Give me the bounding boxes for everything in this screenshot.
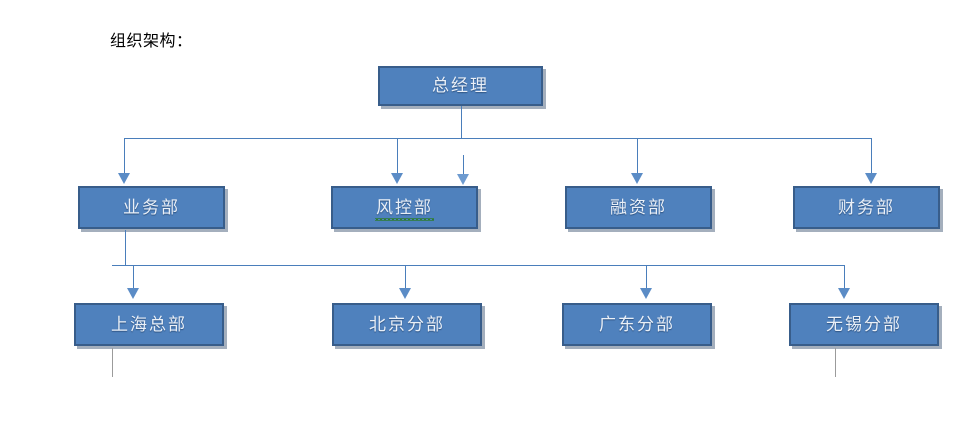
connector-stub-below-wuxi xyxy=(835,348,836,377)
connector-arrowhead-guangdong xyxy=(640,288,652,299)
org-node-shanghai-hq[interactable]: 上海总部 xyxy=(74,303,224,346)
org-node-label: 业务部 xyxy=(123,197,180,217)
connector-arrowhead-shanghai xyxy=(127,288,139,299)
connector-arrowhead-biz xyxy=(118,173,130,184)
connector-stub-below-shanghai xyxy=(112,348,113,377)
org-node-business-dept[interactable]: 业务部 xyxy=(78,186,225,229)
org-node-label: 融资部 xyxy=(610,197,667,217)
connector-drop-guangdong xyxy=(646,265,647,296)
connector-arrowhead-wuxi xyxy=(838,288,850,299)
connector-arrowhead-account xyxy=(865,173,877,184)
connector-bus-level2 xyxy=(112,265,845,266)
org-node-label: 无锡分部 xyxy=(826,314,902,334)
org-node-finance-dept[interactable]: 财务部 xyxy=(793,186,940,229)
connector-drop-beijing xyxy=(405,265,406,296)
org-node-wuxi-branch[interactable]: 无锡分部 xyxy=(789,303,939,346)
org-node-label: 上海总部 xyxy=(111,314,187,334)
connector-drop-wuxi xyxy=(844,265,845,296)
connector-drop-biz xyxy=(124,138,125,178)
org-node-label: 财务部 xyxy=(838,197,895,217)
connector-bus-level1 xyxy=(124,138,872,139)
org-node-general-manager[interactable]: 总经理 xyxy=(378,66,543,106)
connector-drop-risk-stray xyxy=(463,155,464,181)
org-node-guangdong-branch[interactable]: 广东分部 xyxy=(562,303,712,346)
org-node-risk-control-dept[interactable]: 风控部 xyxy=(331,186,478,229)
connector-drop-account xyxy=(871,138,872,178)
connector-arrowhead-finance xyxy=(631,173,643,184)
connector-drop-risk xyxy=(397,138,398,178)
connector-trunk-biz xyxy=(125,230,126,266)
org-node-label: 广东分部 xyxy=(599,314,675,334)
connector-arrowhead-beijing xyxy=(399,288,411,299)
org-node-label: 风控部 xyxy=(375,197,434,221)
connector-drop-shanghai xyxy=(133,265,134,296)
connector-drop-finance xyxy=(637,138,638,178)
org-node-label: 北京分部 xyxy=(369,314,445,334)
org-node-financing-dept[interactable]: 融资部 xyxy=(565,186,712,229)
connector-arrowhead-risk xyxy=(391,173,403,184)
org-node-beijing-branch[interactable]: 北京分部 xyxy=(332,303,482,346)
connector-arrowhead-risk-stray xyxy=(457,174,469,185)
connector-trunk-gm xyxy=(461,106,462,138)
org-node-label: 总经理 xyxy=(432,76,489,95)
page-title: 组织架构： xyxy=(110,33,193,50)
